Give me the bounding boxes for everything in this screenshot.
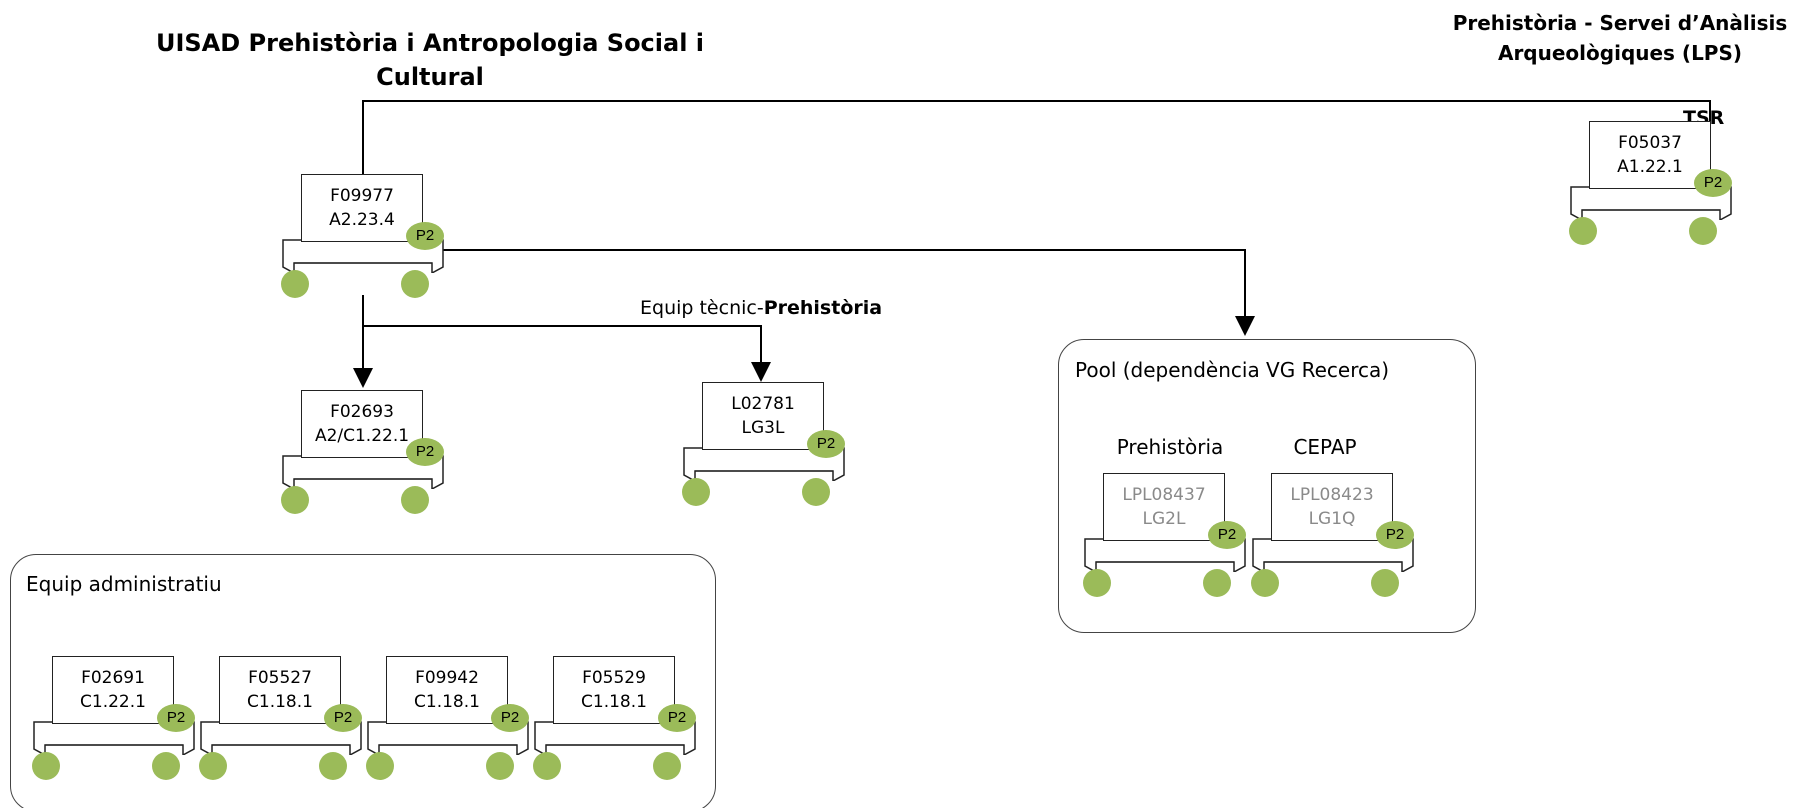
priority-badge: P2 — [658, 704, 696, 732]
equip-tecnic-bold: Prehistòria — [763, 297, 883, 319]
left-wheel-icon — [366, 752, 394, 780]
right-wheel-icon — [486, 752, 514, 780]
printer-tray-icon — [1570, 186, 1732, 220]
node-code: L02781 — [731, 394, 795, 414]
printer-tray-icon — [282, 455, 444, 489]
left-wheel-icon — [1083, 569, 1111, 597]
right-wheel-icon — [802, 478, 830, 506]
priority-badge: P2 — [406, 222, 444, 250]
printer-tray-icon — [200, 721, 362, 755]
equip-tecnic-label: Equip tècnic-Prehistòria — [640, 297, 882, 319]
node-position: A2/C1.22.1 — [314, 426, 410, 446]
left-wheel-icon — [32, 752, 60, 780]
node-code: F09942 — [415, 668, 479, 688]
node-code: F05037 — [1618, 133, 1682, 153]
right-wheel-icon — [401, 270, 429, 298]
printer-tray-icon — [1084, 538, 1246, 572]
right-wheel-icon — [1371, 569, 1399, 597]
printer-tray-icon — [534, 721, 696, 755]
printer-tray-icon — [367, 721, 529, 755]
node-code: F05527 — [248, 668, 312, 688]
priority-badge: P2 — [807, 430, 845, 458]
admin-group — [10, 554, 716, 808]
priority-badge: P2 — [157, 704, 195, 732]
node-code: LPL08437 — [1122, 485, 1206, 505]
right-wheel-icon — [653, 752, 681, 780]
left-wheel-icon — [1569, 217, 1597, 245]
left-wheel-icon — [199, 752, 227, 780]
connector-head-to-lps — [362, 100, 1711, 174]
admin-group-title: Equip administratiu — [26, 572, 222, 596]
printer-tray-icon — [282, 239, 444, 273]
connector-to-l02781 — [363, 325, 771, 382]
pool-sub-cepap: CEPAP — [1293, 435, 1357, 459]
right-wheel-icon — [1689, 217, 1717, 245]
priority-badge: P2 — [1694, 169, 1732, 197]
node-position: A1.22.1 — [1617, 157, 1683, 177]
priority-badge: P2 — [324, 704, 362, 732]
connector-head-to-pool — [443, 249, 1255, 336]
node-code: F02693 — [330, 402, 394, 422]
priority-badge: P2 — [1208, 521, 1246, 549]
node-code: F02691 — [81, 668, 145, 688]
lps-title: Prehistòria - Servei d’Anàlisis Arqueolò… — [1452, 11, 1788, 65]
node-code: F09977 — [330, 186, 394, 206]
left-wheel-icon — [682, 478, 710, 506]
left-wheel-icon — [533, 752, 561, 780]
priority-badge: P2 — [1376, 521, 1414, 549]
node-code: LPL08423 — [1290, 485, 1374, 505]
priority-badge: P2 — [491, 704, 529, 732]
node-position: LG1Q — [1308, 509, 1356, 529]
printer-tray-icon — [1252, 538, 1414, 572]
printer-tray-icon — [33, 721, 195, 755]
right-wheel-icon — [152, 752, 180, 780]
node-position: C1.18.1 — [414, 692, 480, 712]
node-code: F05529 — [582, 668, 646, 688]
main-title: UISAD Prehistòria i Antropologia Social … — [155, 29, 705, 91]
priority-badge: P2 — [406, 438, 444, 466]
pool-sub-prehistoria: Prehistòria — [1116, 435, 1224, 459]
node-position: C1.22.1 — [80, 692, 146, 712]
printer-tray-icon — [683, 447, 845, 481]
right-wheel-icon — [1203, 569, 1231, 597]
node-position: C1.18.1 — [581, 692, 647, 712]
left-wheel-icon — [1251, 569, 1279, 597]
node-position: C1.18.1 — [247, 692, 313, 712]
pool-group-title: Pool (dependència VG Recerca) — [1075, 358, 1390, 382]
left-wheel-icon — [281, 486, 309, 514]
node-position: LG2L — [1142, 509, 1186, 529]
left-wheel-icon — [281, 270, 309, 298]
equip-tecnic-prefix: Equip tècnic- — [640, 297, 764, 319]
pool-group — [1058, 339, 1476, 633]
right-wheel-icon — [319, 752, 347, 780]
right-wheel-icon — [401, 486, 429, 514]
node-position: A2.23.4 — [329, 210, 395, 230]
node-position: LG3L — [741, 418, 785, 438]
